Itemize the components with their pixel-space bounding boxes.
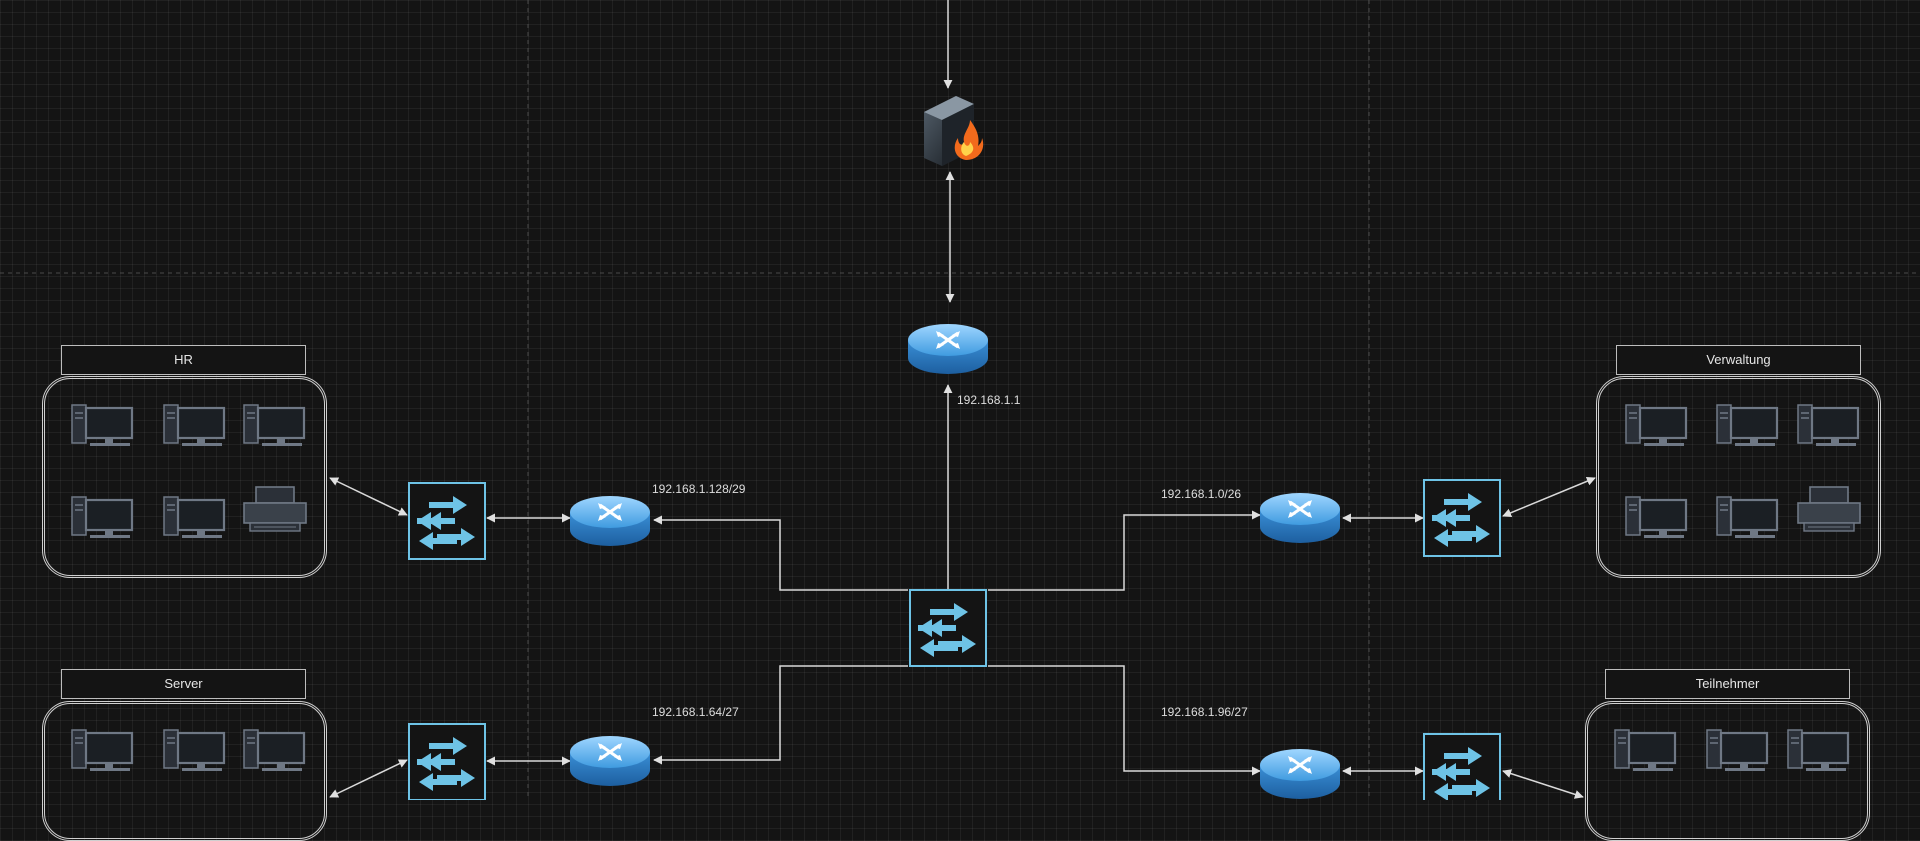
- page-guides: [0, 0, 1920, 800]
- teilnehmer-subnet-label: 192.168.1.96/27: [1161, 705, 1248, 719]
- switch-icon-teilnehmer[interactable]: [1423, 733, 1501, 800]
- hr-title: HR: [61, 345, 306, 375]
- switch-icon-hr[interactable]: [408, 482, 486, 560]
- teilnehmer-group: [1585, 701, 1870, 841]
- router-icon-hr[interactable]: [568, 494, 652, 548]
- verwaltung-title: Verwaltung: [1616, 345, 1861, 375]
- router-icon-server[interactable]: [568, 734, 652, 788]
- server-group: [42, 701, 327, 841]
- hr-subnet-label: 192.168.1.128/29: [652, 482, 746, 496]
- hr-group: [42, 376, 327, 578]
- main-router-ip-label: 192.168.1.1: [957, 393, 1021, 407]
- verwaltung-group: [1596, 376, 1881, 578]
- verwaltung-subnet-label: 192.168.1.0/26: [1161, 487, 1242, 501]
- switch-icon-core[interactable]: [909, 589, 987, 667]
- switch-icon-server[interactable]: [408, 723, 486, 800]
- router-icon-main[interactable]: [906, 322, 990, 376]
- teilnehmer-title: Teilnehmer: [1605, 669, 1850, 699]
- router-icon-teilnehmer[interactable]: [1258, 747, 1342, 800]
- server-subnet-label: 192.168.1.64/27: [652, 705, 739, 719]
- connectors: [329, 0, 1596, 799]
- switch-icon-verwaltung[interactable]: [1423, 479, 1501, 557]
- firewall-icon[interactable]: [924, 96, 984, 166]
- server-title: Server: [61, 669, 306, 699]
- router-icon-verwaltung[interactable]: [1258, 491, 1342, 545]
